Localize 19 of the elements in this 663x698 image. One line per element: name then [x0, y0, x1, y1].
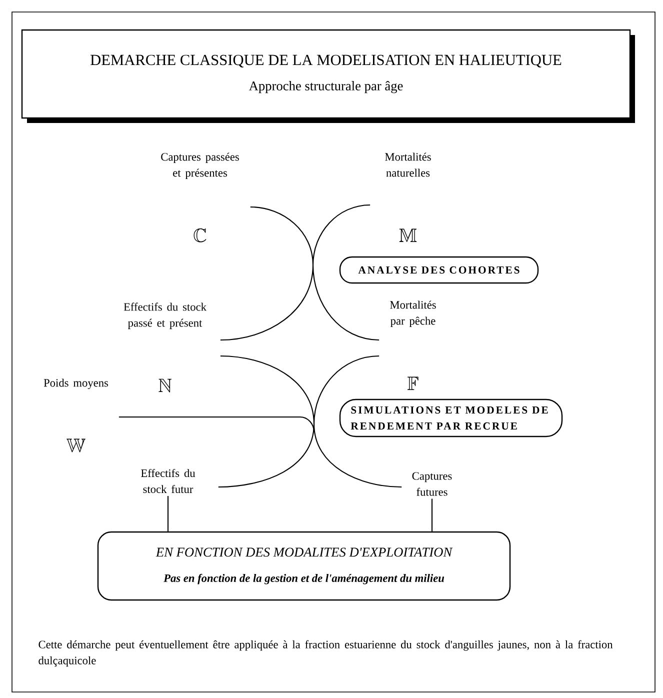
process-box: EN FONCTION DES MODALITES D'EXPLOITATION Pas en fonction de la gestion et de l'aménagement du milieu — [97, 531, 511, 601]
connector-line — [312, 204, 380, 341]
text-label: Mortalités par pêche $\mathbb{F}$ — [390, 300, 436, 390]
process-box: SIMULATIONS ET MODELES DE RENDEMENT PAR RECRUE — [339, 398, 563, 438]
text-label: Captures passées et présentes $\mathbb{C}$ — [161, 152, 239, 242]
connector-line — [220, 206, 314, 341]
text-label: Poids moyens $\mathbb{W}$ — [44, 378, 108, 452]
footnote: Cette démarche peut éventuellement être appliquée à la fraction estuarienne du stock d'anguilles jaunes, non à la fraction dulçaquicole — [38, 640, 613, 667]
connector-line — [313, 355, 402, 488]
text-label: Captures futures — [412, 472, 452, 496]
text-label: Effectifs du stock futur — [141, 468, 196, 494]
connector-line — [218, 355, 315, 488]
text-label: Effectifs du stock passé et présent $\mathbb{N}$ — [124, 302, 206, 392]
title-box: DEMARCHE CLASSIQUE DE LA MODELISATION EN HALIEUTIQUE Approche structurale par âge — [21, 29, 635, 123]
text-label: Mortalités naturelles $\mathbb{M}$ — [385, 152, 431, 242]
process-box: ANALYSE DES COHORTES — [339, 256, 539, 284]
connector-line — [118, 416, 315, 432]
connector-line — [167, 496, 169, 532]
connector-line — [431, 498, 433, 532]
